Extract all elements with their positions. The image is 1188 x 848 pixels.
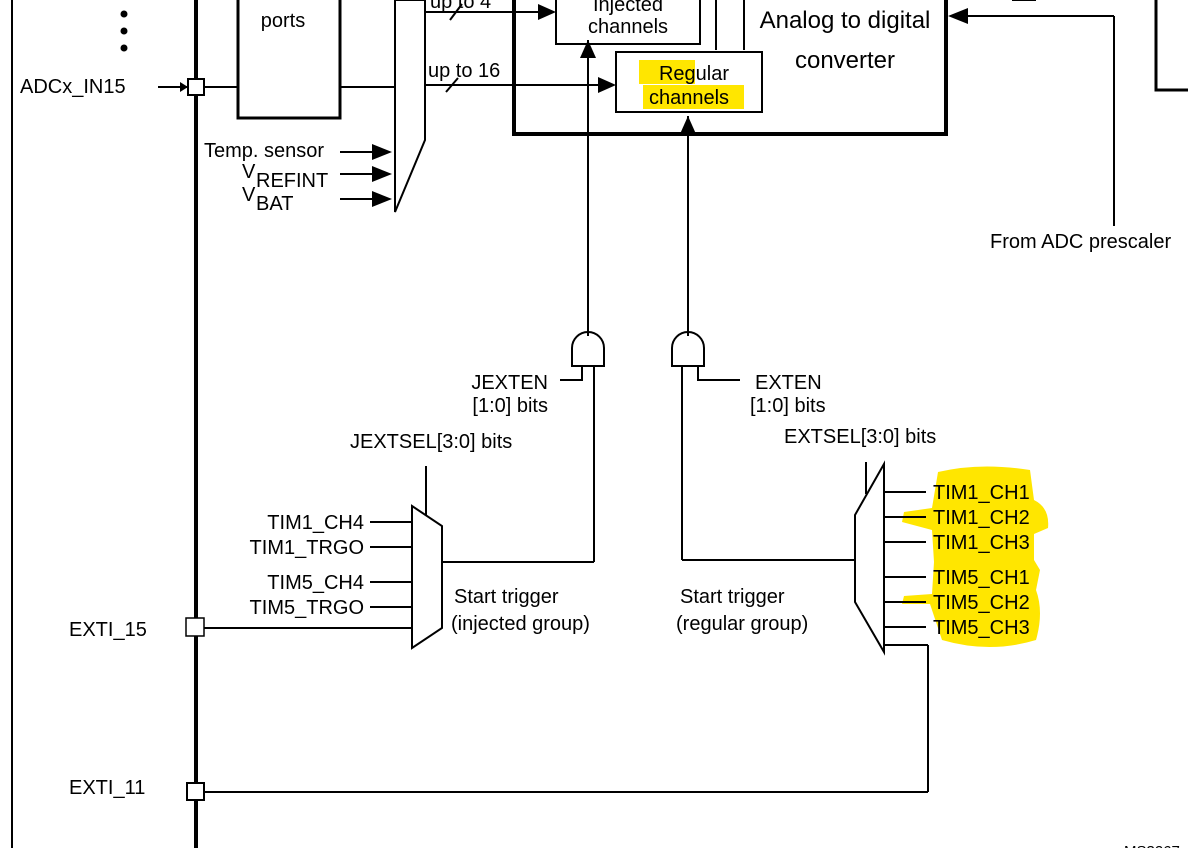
adc-title-line1: Analog to digital [760,7,931,34]
injected-trigger-mux [411,504,443,650]
highlight-mark [643,85,744,109]
arrow-up-icon [680,116,696,134]
reg-input-label: TIM1_CH1 [933,482,1030,504]
figure-id: MS3267 [1124,843,1180,848]
reg-input-label: TIM5_CH2 [933,592,1030,614]
arrow-left-icon [948,8,968,24]
start-trigger-inj-2: (injected group) [451,613,590,635]
analog-input-mux [394,0,426,213]
vrefint-v-label: V [242,161,256,183]
arrow-up-icon [580,40,596,58]
vrefint-sub-label: REFINT [256,170,328,192]
regular-line1: Regular [659,63,729,85]
from-adc-prescaler-label: From ADC prescaler [990,231,1171,253]
vbat-v-label: V [242,184,256,206]
jexten-wire [560,366,583,381]
highlight-mark [639,60,695,84]
inj-input-label: TIM1_TRGO [250,537,364,559]
bus-slash [445,77,459,93]
ellipsis-dot [120,27,128,35]
adcx-in15-pin [187,78,205,96]
temp-sensor-label: Temp. sensor [204,140,324,162]
exti-15-label: EXTI_15 [69,619,147,641]
injected-line1: Injected [593,0,663,16]
ellipsis-dot [120,44,128,52]
vbat-sub-label: BAT [256,193,293,215]
gpio-ports-block [236,0,342,120]
inj-input-label: TIM1_CH4 [267,512,364,534]
arrow-right-icon [538,4,556,20]
extsel-label: EXTSEL[3:0] bits [784,426,936,448]
exten-line2: [1:0] bits [750,395,826,417]
arrow-right-icon [180,82,188,92]
adc-title-line2: converter [795,47,895,74]
ellipsis-dot [120,10,128,18]
reg-input-label: TIM5_CH1 [933,567,1030,589]
jexten-and-gate [571,331,605,367]
gpio-ports-label: ports [261,10,305,32]
regular-trigger-mux [854,460,885,656]
jexten-line2: [1:0] bits [472,395,548,417]
start-trigger-inj-1: Start trigger [454,586,559,608]
arrow-right-icon [372,191,392,207]
arrow-right-icon [372,144,392,160]
exten-line1: EXTEN [755,372,822,394]
adcx-in15-label: ADCx_IN15 [20,76,126,98]
adc-main-block [512,0,948,136]
exti-11-label: EXTI_11 [69,777,145,799]
injected-channels-box [555,0,701,45]
exti-15-pin [185,617,205,637]
highlight-mark [902,466,1049,647]
reg-input-label: TIM1_CH2 [933,507,1030,529]
bus-slash [449,3,463,21]
start-trigger-reg-1: Start trigger [680,586,785,608]
regular-line2: channels [649,87,729,109]
reg-input-label: TIM1_CH3 [933,532,1030,554]
injected-line2: channels [588,16,668,38]
output-block [1154,0,1188,92]
arrow-right-icon [598,77,616,93]
up-to-16-label: up to 16 [428,60,500,82]
jextsel-label: JEXTSEL[3:0] bits [350,431,512,453]
exten-and-gate [671,331,705,367]
arrow-right-icon [372,166,392,182]
exti-11-pin [186,782,205,801]
inj-input-label: TIM5_TRGO [250,597,364,619]
jexten-line1: JEXTEN [471,372,548,394]
start-trigger-reg-2: (regular group) [676,613,808,635]
exten-wire [697,366,740,381]
inj-input-label: TIM5_CH4 [267,572,364,594]
reg-input-label: TIM5_CH3 [933,617,1030,639]
